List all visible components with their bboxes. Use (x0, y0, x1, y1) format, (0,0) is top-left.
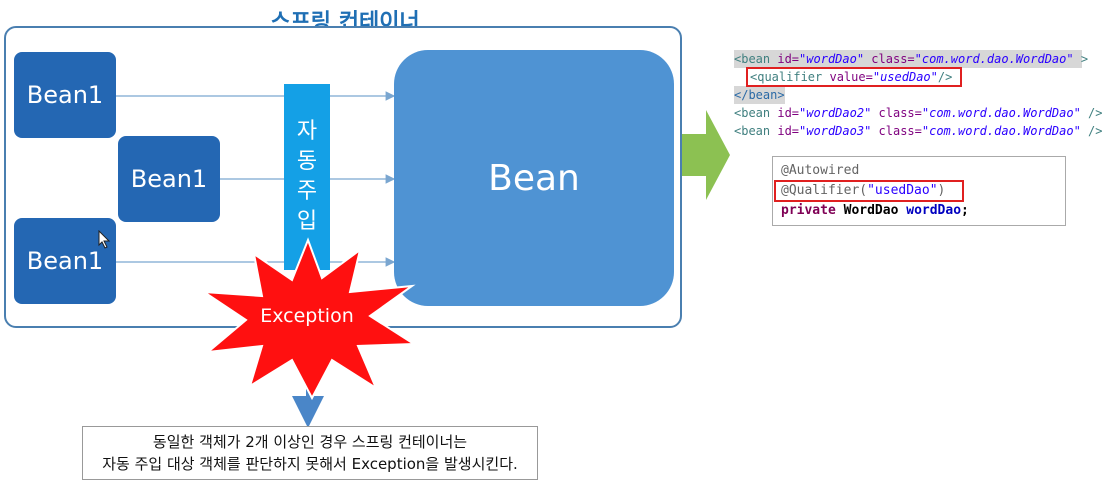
exception-label: Exception (260, 305, 354, 327)
mouse-cursor-icon (98, 230, 111, 249)
target-bean-label: Bean (488, 157, 580, 199)
caption-line-1: 동일한 객체가 2개 이상인 경우 스프링 컨테이너는 (152, 433, 468, 451)
injection-char: 동 (296, 149, 318, 174)
caption-box: 동일한 객체가 2개 이상인 경우 스프링 컨테이너는 자동 주입 대상 객체를… (82, 426, 538, 480)
bean1-label: Bean1 (26, 247, 104, 275)
java-autowired: @Autowired (781, 163, 860, 178)
target-bean-box: Bean (394, 50, 674, 306)
bean1-label: Bean1 (130, 165, 208, 193)
injection-char: 주 (296, 179, 318, 204)
java-code-snippet: @Autowired @Qualifier("usedDao") private… (772, 156, 1066, 226)
xml-bean-wordDao: <bean id="wordDao" class="com.word.dao.W… (734, 50, 1089, 68)
xml-bean-wordDao3: <bean id="wordDao3" class="com.word.dao.… (734, 124, 1103, 138)
xml-qualifier: <qualifier value="usedDao"/> (750, 70, 953, 84)
bean1-label: Bean1 (26, 81, 104, 109)
java-qualifier-highlight (774, 180, 964, 202)
xml-bean-wordDao2: <bean id="wordDao2" class="com.word.dao.… (734, 106, 1103, 120)
xml-bean-close: </bean> (734, 86, 785, 104)
xml-config-snippet: <bean id="wordDao" class="com.word.dao.W… (734, 48, 1103, 138)
caption-line-2: 자동 주입 대상 객체를 판단하지 못해서 Exception을 발생시킨다. (102, 455, 518, 473)
bean1-box-middle: Bean1 (118, 136, 220, 222)
green-arrow-icon (682, 110, 730, 200)
injection-char: 자 (296, 119, 318, 144)
exception-starburst-icon (200, 237, 418, 400)
java-qualifier: @Qualifier("usedDao") (781, 183, 946, 198)
auto-injection-bar: 자 동 주 입 (284, 84, 330, 270)
bean1-box-top: Bean1 (14, 52, 116, 138)
java-field-declaration: private WordDao wordDao; (781, 203, 969, 218)
xml-qualifier-highlight (746, 67, 962, 87)
injection-char: 입 (296, 209, 318, 234)
